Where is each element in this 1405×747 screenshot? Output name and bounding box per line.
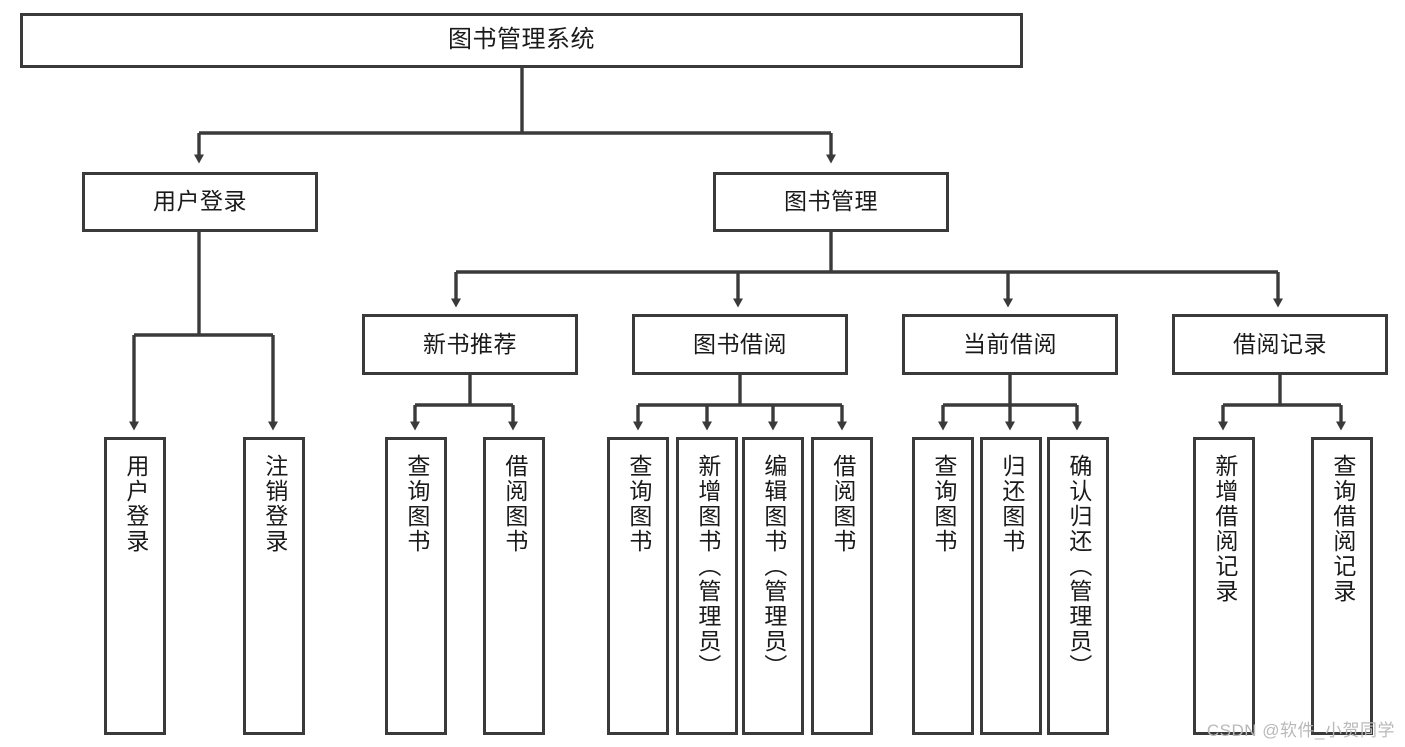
leaf-book-borrow-add-book-admin[interactable]: 新增图书（管理员） bbox=[676, 437, 738, 735]
node-label: 用户登录 bbox=[153, 188, 247, 215]
leaf-book-borrow-query-book[interactable]: 查询图书 bbox=[607, 437, 669, 735]
node-label: 图书借阅 bbox=[693, 330, 787, 357]
leaf-new-book-query-book[interactable]: 查询图书 bbox=[385, 437, 447, 735]
node-label: 图书管理系统 bbox=[448, 26, 595, 54]
leaf-user-login-logout[interactable]: 注销登录 bbox=[243, 437, 305, 735]
node-label: 用户登录 bbox=[122, 454, 149, 554]
leaf-book-borrow-edit-book-admin[interactable]: 编辑图书（管理员） bbox=[742, 437, 804, 735]
node-label: 新书推荐 bbox=[423, 330, 517, 357]
node-current-borrow[interactable]: 当前借阅 bbox=[902, 314, 1118, 375]
node-label: 借阅记录 bbox=[1233, 330, 1327, 357]
node-label: 归还图书 bbox=[998, 454, 1025, 554]
node-label: 查询借阅记录 bbox=[1329, 454, 1356, 604]
node-book-management[interactable]: 图书管理 bbox=[713, 172, 949, 232]
node-label: 查询图书 bbox=[403, 454, 430, 554]
node-label: 借阅图书 bbox=[829, 454, 856, 554]
node-label: 图书管理 bbox=[784, 188, 878, 215]
node-label: 新增图书（管理员） bbox=[694, 454, 721, 679]
node-root-system[interactable]: 图书管理系统 bbox=[20, 13, 1023, 68]
leaf-borrow-record-add-record[interactable]: 新增借阅记录 bbox=[1193, 437, 1255, 735]
node-label: 查询图书 bbox=[625, 454, 652, 554]
node-new-book-recommend[interactable]: 新书推荐 bbox=[362, 314, 578, 375]
leaf-user-login-login[interactable]: 用户登录 bbox=[104, 437, 166, 735]
leaf-new-book-borrow-book[interactable]: 借阅图书 bbox=[483, 437, 545, 735]
node-borrow-record[interactable]: 借阅记录 bbox=[1172, 314, 1388, 375]
leaf-current-borrow-query-book[interactable]: 查询图书 bbox=[912, 437, 974, 735]
node-label: 借阅图书 bbox=[501, 454, 528, 554]
node-label: 查询图书 bbox=[930, 454, 957, 554]
leaf-current-borrow-confirm-return-admin[interactable]: 确认归还（管理员） bbox=[1047, 437, 1109, 735]
leaf-current-borrow-return-book[interactable]: 归还图书 bbox=[980, 437, 1042, 735]
node-label: 新增借阅记录 bbox=[1211, 454, 1238, 604]
node-label: 确认归还（管理员） bbox=[1065, 454, 1092, 679]
leaf-book-borrow-borrow-book[interactable]: 借阅图书 bbox=[811, 437, 873, 735]
watermark-text: CSDN @软件_小贺同学 bbox=[1206, 721, 1395, 740]
node-label: 注销登录 bbox=[261, 454, 288, 554]
node-label: 当前借阅 bbox=[963, 330, 1057, 357]
node-label: 编辑图书（管理员） bbox=[760, 454, 787, 679]
node-user-login[interactable]: 用户登录 bbox=[82, 172, 318, 232]
node-book-borrow[interactable]: 图书借阅 bbox=[632, 314, 848, 375]
leaf-borrow-record-query-record[interactable]: 查询借阅记录 bbox=[1311, 437, 1373, 735]
